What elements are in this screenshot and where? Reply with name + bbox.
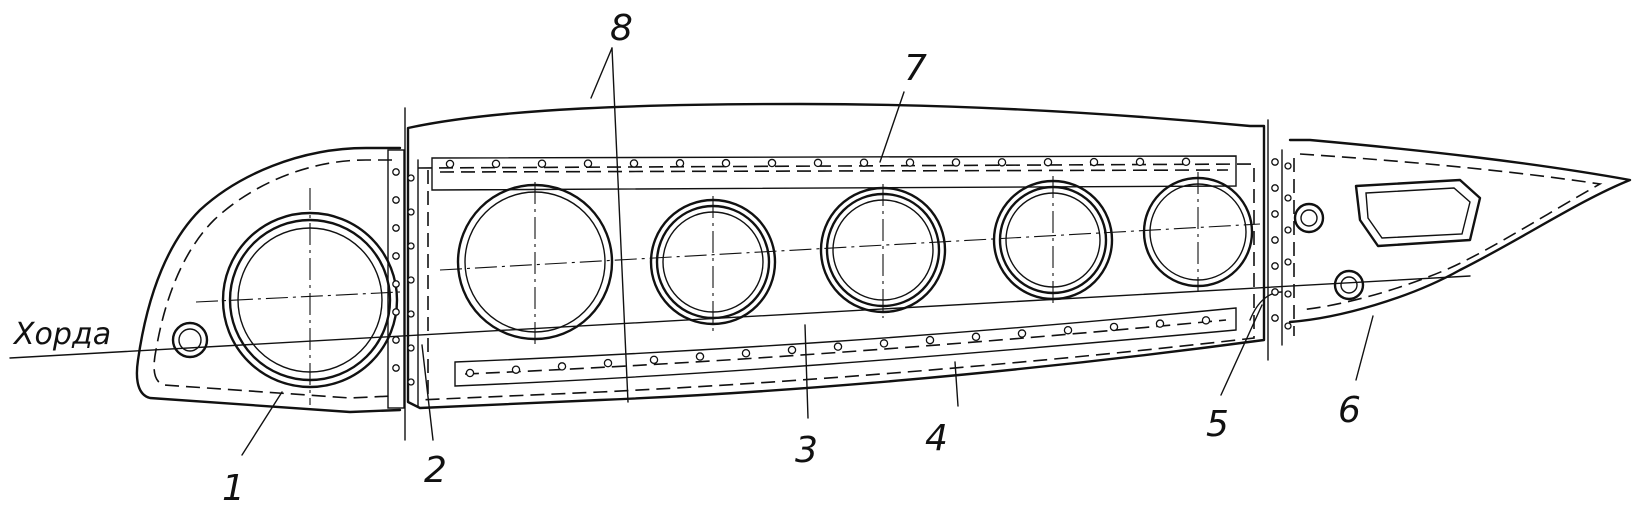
rivet: [1271, 314, 1279, 322]
rivet: [407, 276, 415, 284]
rivet: [813, 158, 823, 168]
rivet: [1284, 322, 1292, 330]
rivet: [1271, 236, 1279, 244]
leader-lines: [241, 47, 1374, 456]
rivet: [392, 364, 400, 372]
rivet: [1284, 258, 1292, 266]
callout-3: 3: [795, 430, 818, 471]
front-spar: [404, 107, 429, 441]
rivet: [1284, 290, 1292, 298]
rivet: [1017, 329, 1027, 338]
rivet: [787, 345, 797, 355]
rivet: [392, 280, 400, 288]
rivet: [1063, 325, 1073, 335]
callout-8: 8: [610, 8, 633, 49]
rivet: [1271, 158, 1279, 166]
rivet: [557, 362, 567, 371]
rivet: [1284, 226, 1292, 234]
callout-5: 5: [1206, 404, 1229, 445]
rivet: [1271, 288, 1279, 296]
rivet: [407, 208, 415, 216]
chord-label: Хорда: [12, 317, 111, 352]
rivet: [1181, 157, 1191, 167]
rivet: [833, 342, 843, 351]
rivet: [1089, 157, 1099, 167]
rivet: [905, 158, 915, 167]
callout-2: 2: [424, 450, 447, 491]
rivet: [1155, 319, 1165, 328]
rivet: [583, 159, 593, 168]
rivet: [392, 224, 400, 232]
rivet: [1271, 184, 1279, 192]
main-box-section: [406, 102, 1266, 410]
rivet: [859, 158, 869, 168]
callout-6: 6: [1338, 390, 1361, 431]
rivet: [629, 159, 639, 168]
rivet: [879, 339, 889, 348]
rivet: [1284, 162, 1292, 170]
rivet: [392, 308, 400, 316]
trailing-edge-section: [1288, 138, 1632, 324]
rivet: [997, 158, 1007, 167]
rivet: [392, 168, 400, 176]
rivet: [511, 365, 521, 374]
rivet: [392, 252, 400, 260]
rivet: [392, 336, 400, 344]
rivet: [721, 158, 731, 168]
rivet: [445, 159, 455, 169]
rivet: [695, 352, 705, 361]
rivet: [971, 332, 981, 342]
callout-7: 7: [904, 48, 927, 89]
rivet: [407, 344, 415, 352]
rivet: [767, 158, 777, 168]
rivet: [537, 159, 547, 168]
rivet: [392, 196, 400, 204]
rivet: [951, 158, 961, 167]
rivet: [649, 355, 659, 365]
rear-spar: [1249, 119, 1295, 361]
rivet: [741, 349, 751, 358]
rivet: [675, 159, 685, 168]
rivet: [925, 335, 935, 345]
rivet: [407, 310, 415, 318]
rivet: [465, 368, 475, 378]
rivet: [603, 358, 613, 368]
rivet: [407, 242, 415, 250]
rivet: [1284, 194, 1292, 202]
rivet: [407, 174, 415, 182]
rivet: [1135, 157, 1145, 167]
leading-edge-section: [135, 146, 405, 414]
rivet: [407, 378, 415, 386]
rivet: [1271, 210, 1279, 218]
rivet-rows: [392, 157, 1292, 386]
rivet: [1109, 322, 1119, 332]
rivet: [1201, 316, 1211, 325]
rivet: [1271, 262, 1279, 270]
rivet: [1043, 157, 1053, 167]
rivet: [491, 159, 501, 169]
callout-1: 1: [222, 468, 245, 509]
callout-4: 4: [925, 418, 948, 459]
